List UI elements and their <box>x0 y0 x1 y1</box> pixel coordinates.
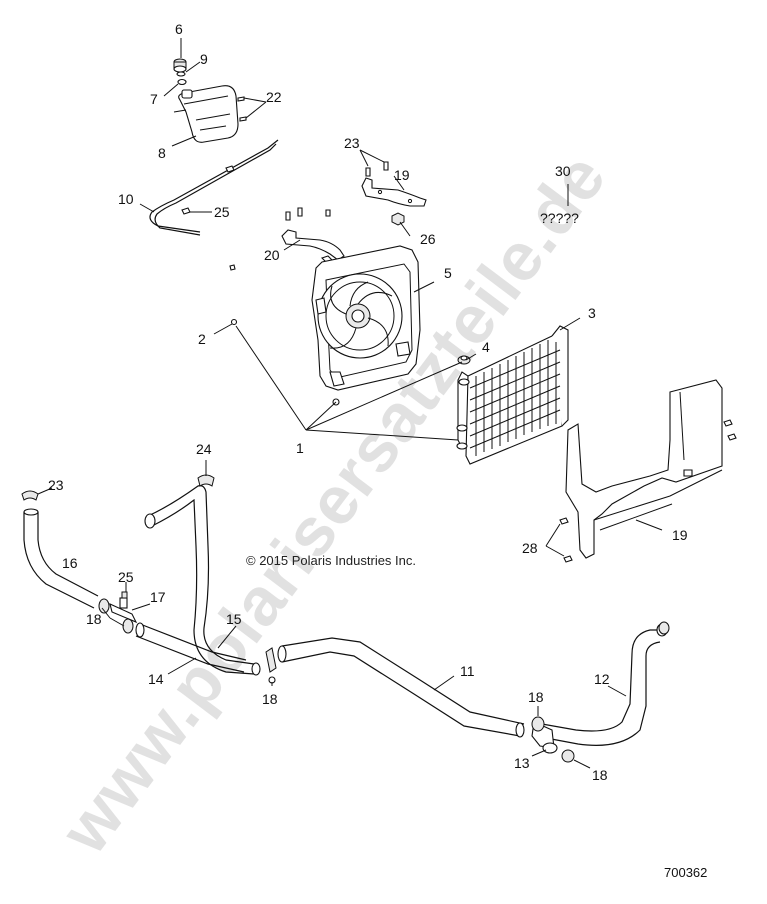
unknown-part-label: ????? <box>540 210 579 226</box>
screws-28 <box>559 517 573 563</box>
callout-30: 30 <box>555 163 571 179</box>
callout-18-d: 18 <box>592 767 608 783</box>
callout-8: 8 <box>158 145 166 161</box>
callout-18-a: 18 <box>86 611 102 627</box>
clamp-23 <box>21 490 39 501</box>
hose-11 <box>277 637 525 738</box>
clamp-24 <box>197 474 215 487</box>
radiator-fins <box>469 340 561 456</box>
callout-15: 15 <box>226 611 242 627</box>
clamp-18-center <box>265 647 277 684</box>
overflow-hose <box>149 139 279 236</box>
callout-18-b: 18 <box>262 691 278 707</box>
callout-27: 23 <box>344 135 360 151</box>
callout-20: 19 <box>394 167 410 183</box>
callout-13: 13 <box>514 755 530 771</box>
radiator <box>456 325 569 465</box>
callout-28: 28 <box>522 540 538 556</box>
callout-12: 12 <box>594 671 610 687</box>
callout-24: 24 <box>196 441 212 457</box>
leader-lines <box>37 38 663 769</box>
cap-seal <box>176 71 186 77</box>
fan-shroud <box>311 245 421 406</box>
callout-17: 17 <box>150 589 166 605</box>
callout-23: 23 <box>48 477 64 493</box>
radiator-support-bracket <box>565 379 737 559</box>
callout-29: 25 <box>214 204 230 220</box>
callout-7: 7 <box>150 91 158 107</box>
callout-9: 9 <box>200 51 208 67</box>
screw-2 <box>230 318 238 326</box>
cap-25 <box>121 591 128 599</box>
callout-2: 2 <box>198 331 206 347</box>
hose-16 <box>23 508 99 609</box>
clamps-18-left <box>98 598 134 634</box>
diagram-number: 700362 <box>664 865 707 880</box>
callout-26: 22 <box>266 89 282 105</box>
callout-labels: 6 9 7 22 8 10 25 23 19 30 ????? 26 20 5 … <box>48 21 688 783</box>
nut-22 <box>391 212 405 226</box>
callout-21: 20 <box>264 247 280 263</box>
callout-3: 3 <box>588 305 596 321</box>
callout-4: 4 <box>482 339 490 355</box>
callout-10: 10 <box>118 191 134 207</box>
bracket-upper-left <box>229 207 345 271</box>
callout-5: 5 <box>444 265 452 281</box>
reservoir-screws <box>237 96 247 122</box>
bracket-upper-right <box>361 161 427 207</box>
callout-19: 19 <box>672 527 688 543</box>
leader-lines-1 <box>235 325 463 441</box>
callout-11: 11 <box>460 663 475 679</box>
copyright-text: © 2015 Polaris Industries Inc. <box>246 553 416 568</box>
reservoir-cap <box>173 58 187 73</box>
coolant-reservoir <box>173 85 239 143</box>
callout-22: 26 <box>420 231 436 247</box>
callout-1: 1 <box>296 440 304 456</box>
callout-18-c: 18 <box>528 689 544 705</box>
callout-16: 16 <box>62 555 78 571</box>
callout-6: 6 <box>175 21 183 37</box>
reservoir-fitting <box>177 78 187 86</box>
clamps-18-right <box>531 621 670 763</box>
callout-25: 25 <box>118 569 134 585</box>
hose-15 <box>144 485 261 676</box>
callout-14: 14 <box>148 671 164 687</box>
